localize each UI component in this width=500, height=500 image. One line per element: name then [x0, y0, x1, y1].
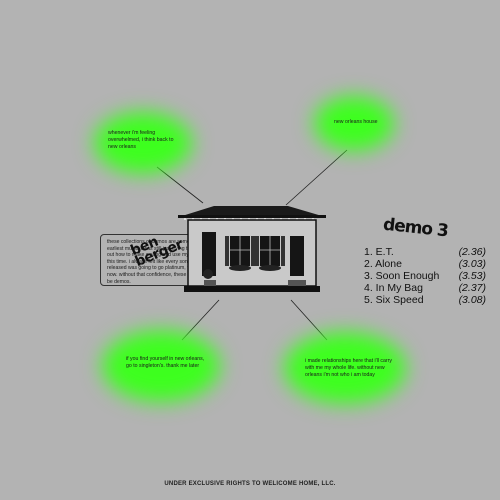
connector-top-right — [285, 149, 348, 206]
track-title: 5. Six Speed — [364, 294, 424, 306]
connector-bottom-right — [290, 299, 328, 341]
track-row: 1. E.T. (2.36) — [364, 246, 486, 258]
connector-top-left — [156, 166, 204, 204]
track-duration: (3.03) — [458, 258, 486, 270]
rights-footer: UNDER EXCLUSIVE RIGHTS TO WELICOME HOME,… — [164, 481, 336, 487]
glow-top-left — [94, 112, 192, 174]
track-row: 3. Soon Enough (3.53) — [364, 270, 486, 282]
glow-top-right — [314, 96, 394, 151]
glow-bottom-left — [102, 330, 220, 402]
house-illustration — [178, 206, 326, 292]
note-top-left: whenever i'm feeling overwhelmed, i thin… — [108, 130, 174, 150]
track-title: 4. In My Bag — [364, 282, 423, 294]
tracklist: 1. E.T. (2.36) 2. Alone (3.03) 3. Soon E… — [364, 246, 486, 306]
track-title: 1. E.T. — [364, 246, 394, 258]
track-row: 4. In My Bag (2.37) — [364, 282, 486, 294]
track-duration: (3.08) — [458, 294, 486, 306]
track-title: 3. Soon Enough — [364, 270, 440, 282]
note-top-right: new orleans house — [334, 119, 378, 125]
track-title: 2. Alone — [364, 258, 402, 270]
note-bottom-left: if you find yourself in new orleans, go … — [126, 356, 205, 369]
track-duration: (2.37) — [458, 282, 486, 294]
track-duration: (2.36) — [458, 246, 486, 258]
track-row: 2. Alone (3.03) — [364, 258, 486, 270]
note-bottom-right: i made relationships here that i'll carr… — [305, 358, 392, 378]
track-duration: (3.53) — [458, 270, 486, 282]
glow-bottom-right — [284, 332, 406, 404]
track-row: 5. Six Speed (3.08) — [364, 294, 486, 306]
